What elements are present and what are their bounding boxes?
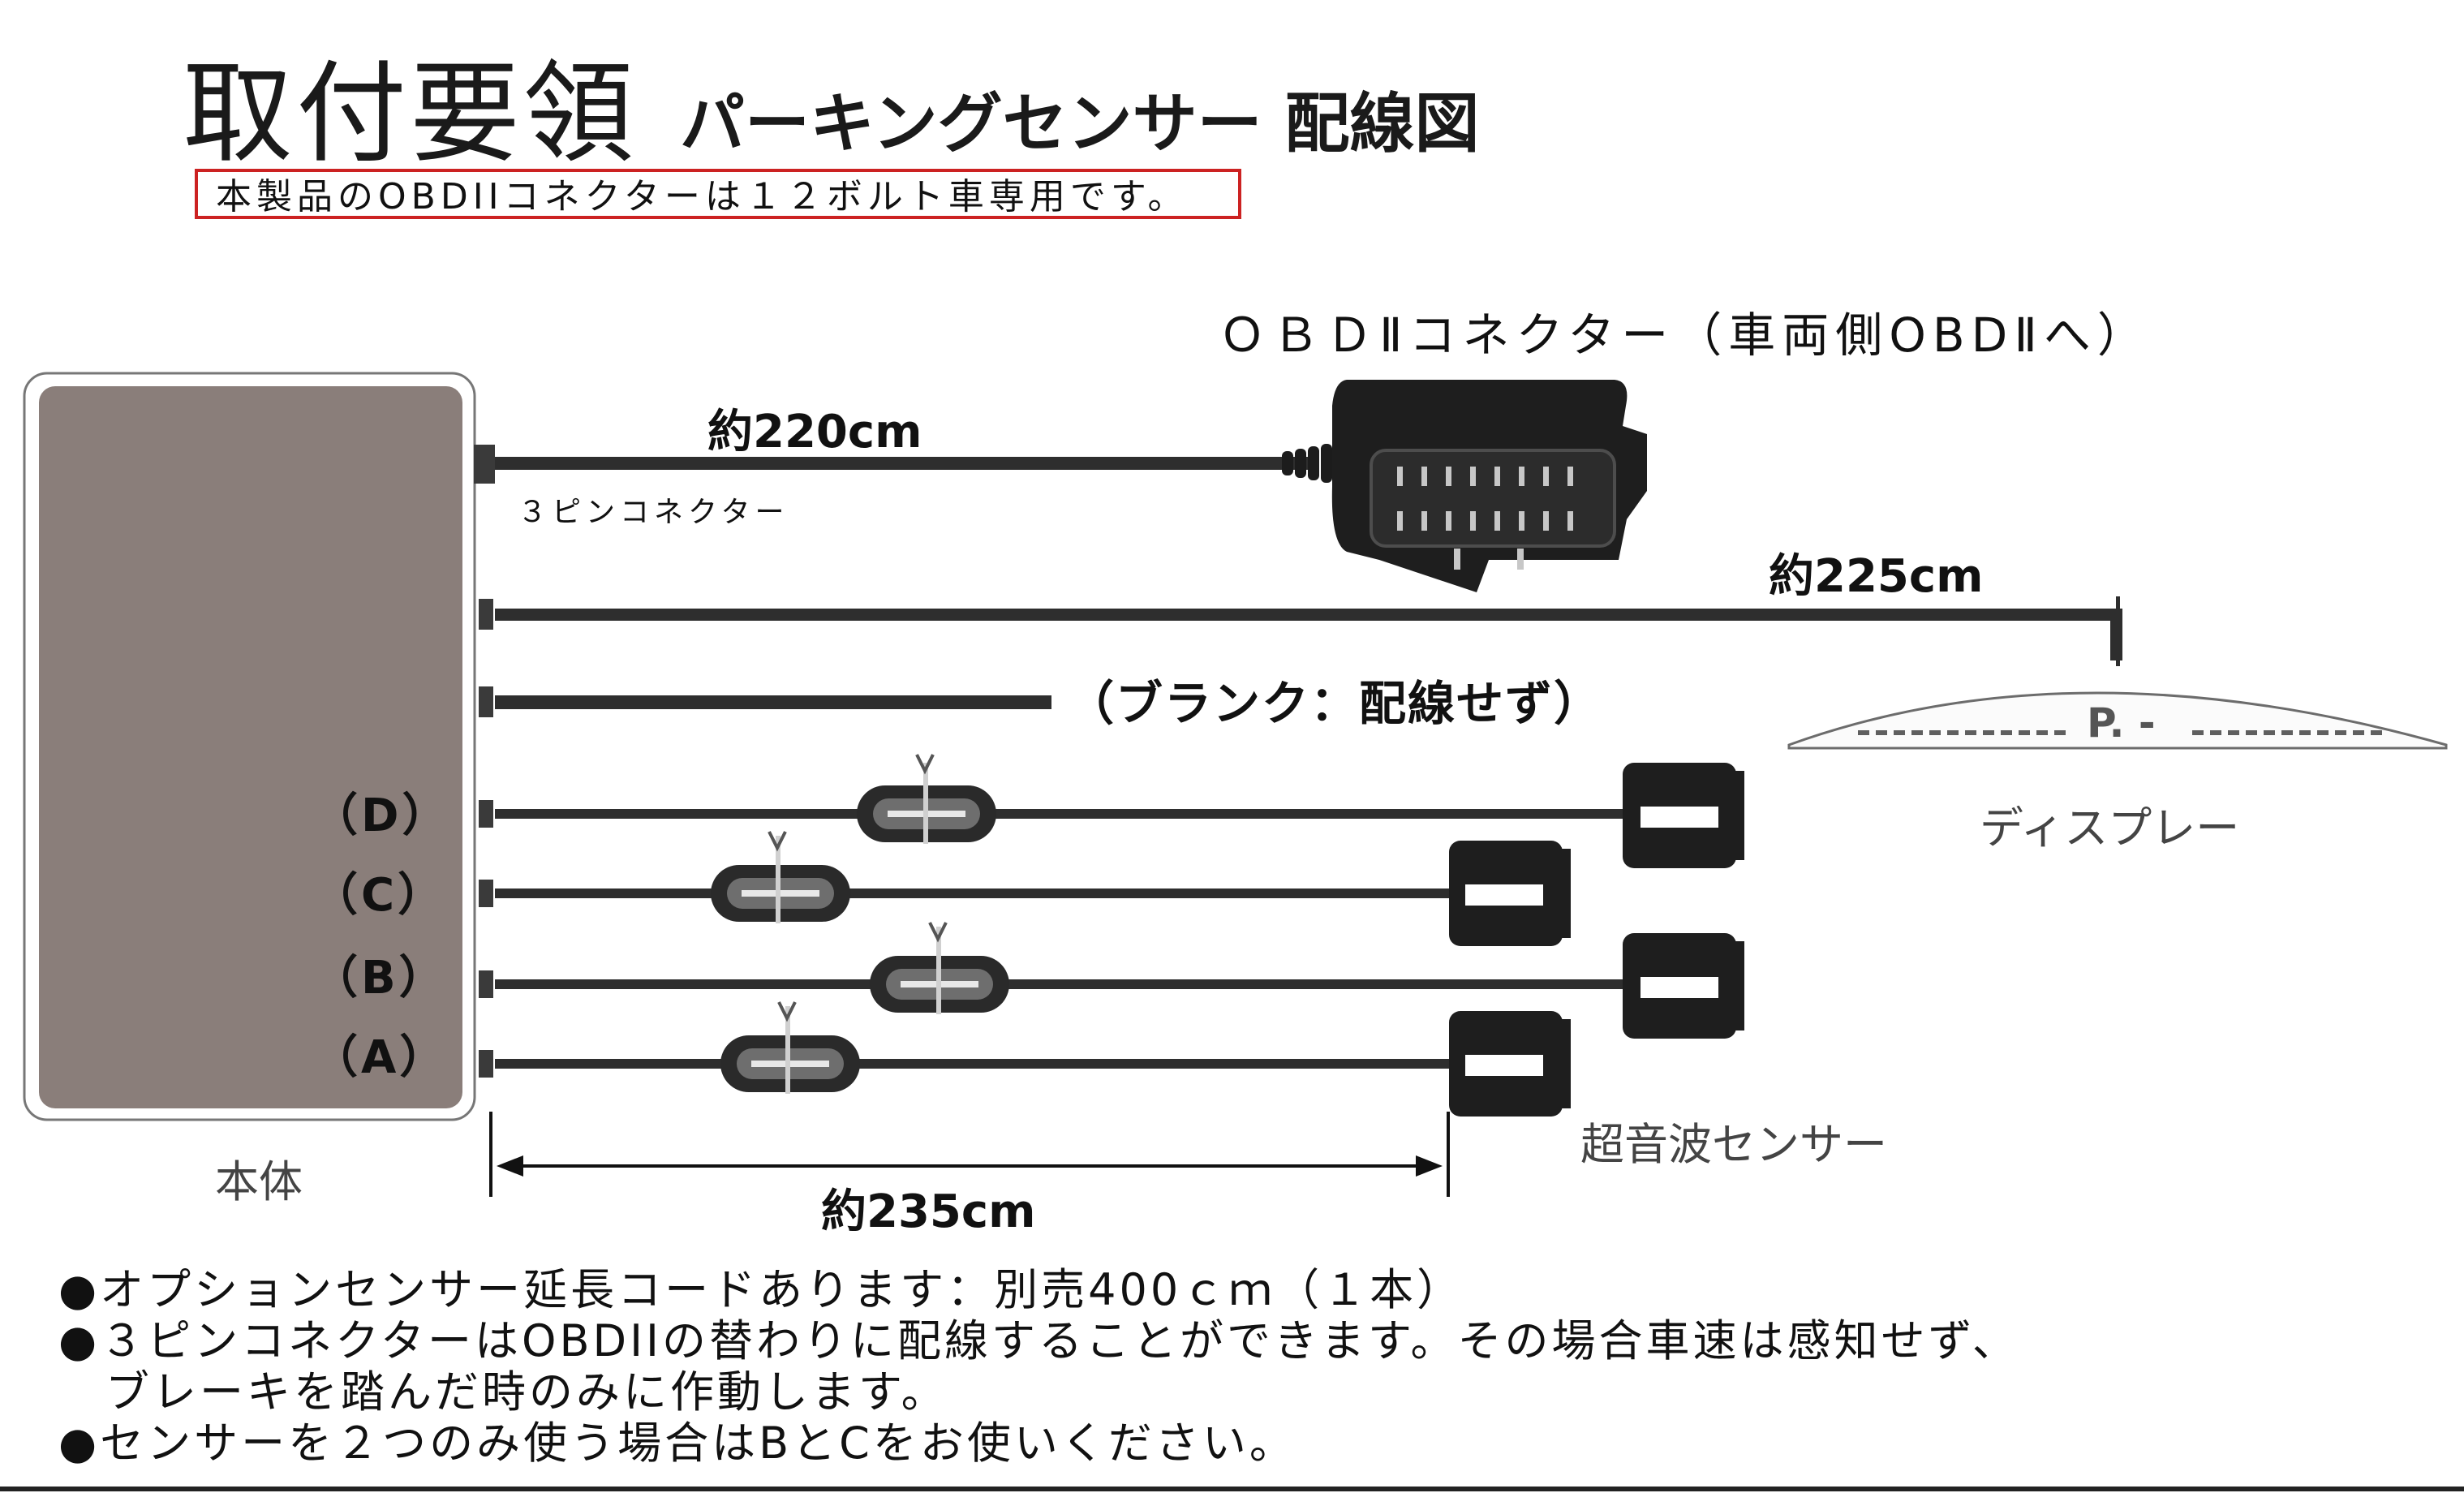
bottom-rule [0, 1487, 2464, 1491]
note-item: ●３ピンコネクターはOBDIIの替わりに配線することができます。その場合車速は感… [58, 1315, 2019, 1366]
note-item: ●センサーを２つのみ使う場合はBとCをお使いください。 [58, 1418, 1297, 1469]
cable-tie-a [720, 1001, 860, 1094]
obd-connector [1331, 380, 1647, 592]
sensor-cable-b [495, 979, 1635, 989]
sensor-cable-c [495, 888, 1452, 898]
sensor-label: 超音波センサー [1580, 1119, 1887, 1170]
display-segment-bar [1858, 730, 2382, 735]
control-unit [23, 372, 476, 1121]
page-subtitle: パーキングセンサー 配線図 [680, 86, 1480, 161]
channel-label-a: （A） [312, 1031, 449, 1084]
unit-ports [474, 445, 495, 1078]
cable-tie-c [711, 831, 850, 923]
pin-connector-label: ３ピンコネクター [518, 496, 789, 529]
display-unit: P. - [1787, 691, 2448, 750]
sensor-b [1623, 933, 1744, 1039]
cable-tie-d [857, 754, 996, 844]
dimension-line-235 [489, 1112, 1450, 1197]
blank-port-label: （ブランク：配線せず） [1067, 676, 1603, 731]
cable-tie-b [870, 922, 1009, 1014]
display-cable [495, 596, 2122, 666]
channel-label-c: （C） [312, 869, 447, 922]
page-title: 取付要領 [183, 50, 637, 179]
voltage-notice: 本製品のOBDIIコネクターは１２ボルト車専用です。 [195, 169, 1241, 219]
display-label: ディスプレー [1980, 802, 2240, 854]
obd-connector-label: ＯＢＤⅡコネクター（車両側OBDⅡへ） [1219, 308, 2151, 363]
sensor-a [1449, 1011, 1571, 1117]
display-readout: P. - [2087, 699, 2156, 746]
sensor-cable-a [495, 1059, 1452, 1069]
note-item: ●オプションセンサー延長コードあります：別売400ｃｍ（１本） [58, 1264, 1464, 1315]
obd-cable-length: 約220cm [707, 406, 922, 458]
note-item: ブレーキを踏んだ時のみに作動します。 [58, 1366, 948, 1418]
sensor-d [1623, 763, 1744, 868]
sensor-cable-d [495, 809, 1635, 819]
sensor-cable-length: 約235cm [821, 1185, 1036, 1238]
blank-port-stub [495, 695, 1051, 709]
channel-label-d: （D） [312, 790, 451, 842]
channel-label-b: （B） [312, 952, 448, 1005]
body-label: 本体 [215, 1156, 303, 1207]
sensor-c [1449, 841, 1571, 946]
obd-cable [495, 444, 1332, 483]
notes-list: ●オプションセンサー延長コードあります：別売400ｃｍ（１本） ●３ピンコネクタ… [58, 1264, 2019, 1469]
display-cable-length: 約225cm [1769, 550, 1984, 603]
